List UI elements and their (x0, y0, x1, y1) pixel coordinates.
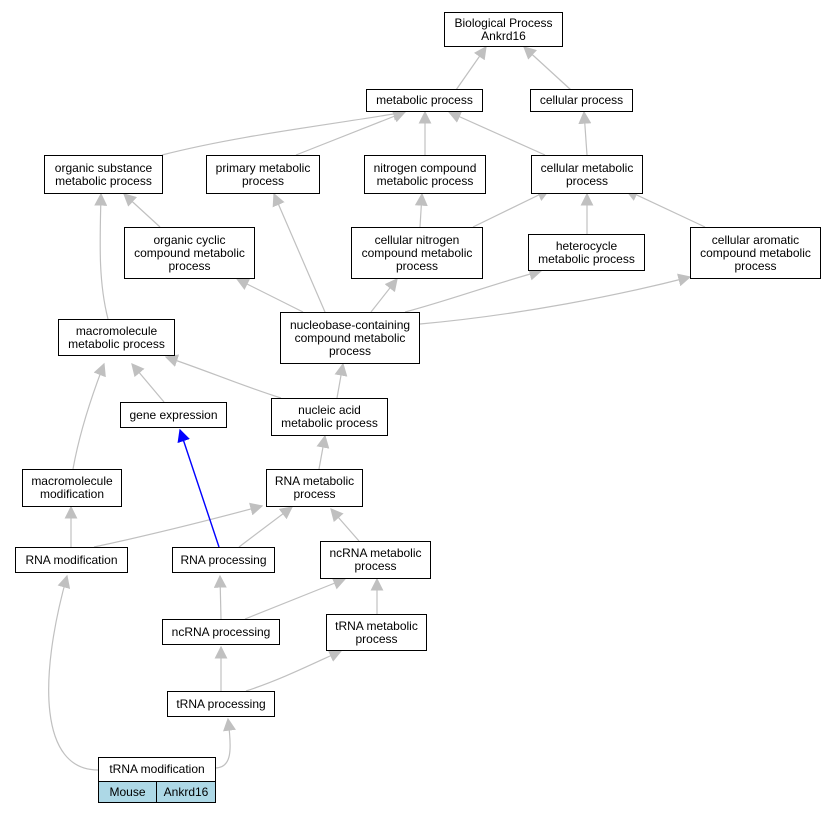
node-trna-metabolic-process[interactable]: tRNA metabolic process (326, 614, 427, 651)
node-ncrna-metabolic-process[interactable]: ncRNA metabolic process (320, 541, 431, 579)
edge-ncrna-processing-to-ncrna-metabolic (244, 577, 347, 620)
node-metabolic-process[interactable]: metabolic process (366, 89, 483, 112)
node-gene-expression[interactable]: gene expression (120, 402, 227, 428)
edge-macro-mod-to-macromolecule (72, 362, 106, 470)
node-heterocycle-metabolic-process[interactable]: heterocycle metabolic process (528, 234, 645, 271)
node-organic-substance-metabolic-process[interactable]: organic substance metabolic process (44, 155, 163, 194)
node-nitrogen-compound-metabolic-process[interactable]: nitrogen compound metabolic process (364, 155, 486, 194)
edge-nucleobase-to-heterocycle (404, 267, 543, 313)
edge-rna-processing-to-rna-metabolic (238, 506, 294, 548)
edge-cellular-nitrogen-to-cellular-metabolic (472, 189, 551, 228)
node-biological-process[interactable]: Biological Process Ankrd16 (444, 12, 563, 47)
edge-rna-processing-to-gene-expression (177, 428, 220, 548)
node-trna-modification[interactable]: tRNA modification (98, 757, 216, 782)
edge-cellular-to-bp (523, 46, 572, 91)
node-macromolecule-modification[interactable]: macromolecule modification (22, 469, 122, 507)
edge-cellular-metabolic-to-cellular (578, 110, 592, 156)
edge-cellular-nitrogen-to-nitrogen (414, 192, 428, 228)
node-rna-modification[interactable]: RNA modification (15, 547, 128, 573)
edge-macromolecule-to-organic-substance (94, 192, 109, 320)
node-cellular-metabolic-process[interactable]: cellular metabolic process (531, 155, 643, 194)
edge-nucleobase-to-organic-cyclic (235, 278, 304, 313)
node-organic-cyclic-compound-metabolic-process[interactable]: organic cyclic compound metabolic proces… (124, 227, 255, 279)
node-rna-metabolic-process[interactable]: RNA metabolic process (266, 469, 363, 507)
edge-cellular-metabolic-to-metabolic (447, 110, 546, 156)
edge-rna-metabolic-to-nucleic-acid (316, 434, 330, 470)
edge-nucleobase-to-cellular-aromatic (419, 273, 692, 325)
edge-trna-processing-to-trna-metabolic (245, 649, 343, 692)
edge-ncrna-metabolic-to-rna-metabolic (330, 508, 360, 542)
node-nucleic-acid-metabolic-process[interactable]: nucleic acid metabolic process (271, 398, 388, 436)
edge-organic-cyclic-to-organic-substance (123, 193, 161, 228)
node-cellular-aromatic-compound-metabolic-process[interactable]: cellular aromatic compound metabolic pro… (690, 227, 821, 279)
edge-rna-mod-to-rna-metabolic (93, 502, 264, 548)
node-nucleobase-containing-compound-metabolic-process[interactable]: nucleobase-containing compound metabolic… (280, 312, 420, 364)
node-trna-processing[interactable]: tRNA processing (167, 691, 275, 717)
node-cellular-nitrogen-compound-metabolic-process[interactable]: cellular nitrogen compound metabolic pro… (351, 227, 483, 279)
edge-nucleic-acid-to-macromolecule (164, 354, 282, 399)
legend-gene-cell: Ankrd16 (156, 781, 216, 803)
edge-ncrna-processing-to-rna-processing (213, 574, 227, 620)
node-cellular-process[interactable]: cellular process (530, 89, 633, 112)
edge-nucleobase-to-cellular-nitrogen (370, 277, 398, 313)
edge-primary-to-metabolic (295, 110, 407, 156)
node-macromolecule-metabolic-process[interactable]: macromolecule metabolic process (58, 319, 175, 356)
node-primary-metabolic-process[interactable]: primary metabolic process (206, 155, 320, 194)
edge-nucleobase-to-primary (272, 192, 326, 313)
edge-organic-substance-to-metabolic (161, 107, 407, 156)
edge-trna-mod-to-rna-mod (48, 574, 99, 771)
edge-cellular-aromatic-to-cellular-metabolic (624, 189, 706, 228)
node-rna-processing[interactable]: RNA processing (172, 547, 275, 573)
edge-nucleic-acid-to-nucleobase (334, 362, 348, 399)
edge-gene-expression-to-macromolecule (131, 363, 165, 403)
edge-trna-mod-to-trna-processing (214, 717, 236, 769)
node-ncrna-processing[interactable]: ncRNA processing (162, 619, 280, 645)
edge-metabolic-to-bp (455, 45, 487, 91)
legend-species-cell: Mouse (98, 781, 157, 803)
